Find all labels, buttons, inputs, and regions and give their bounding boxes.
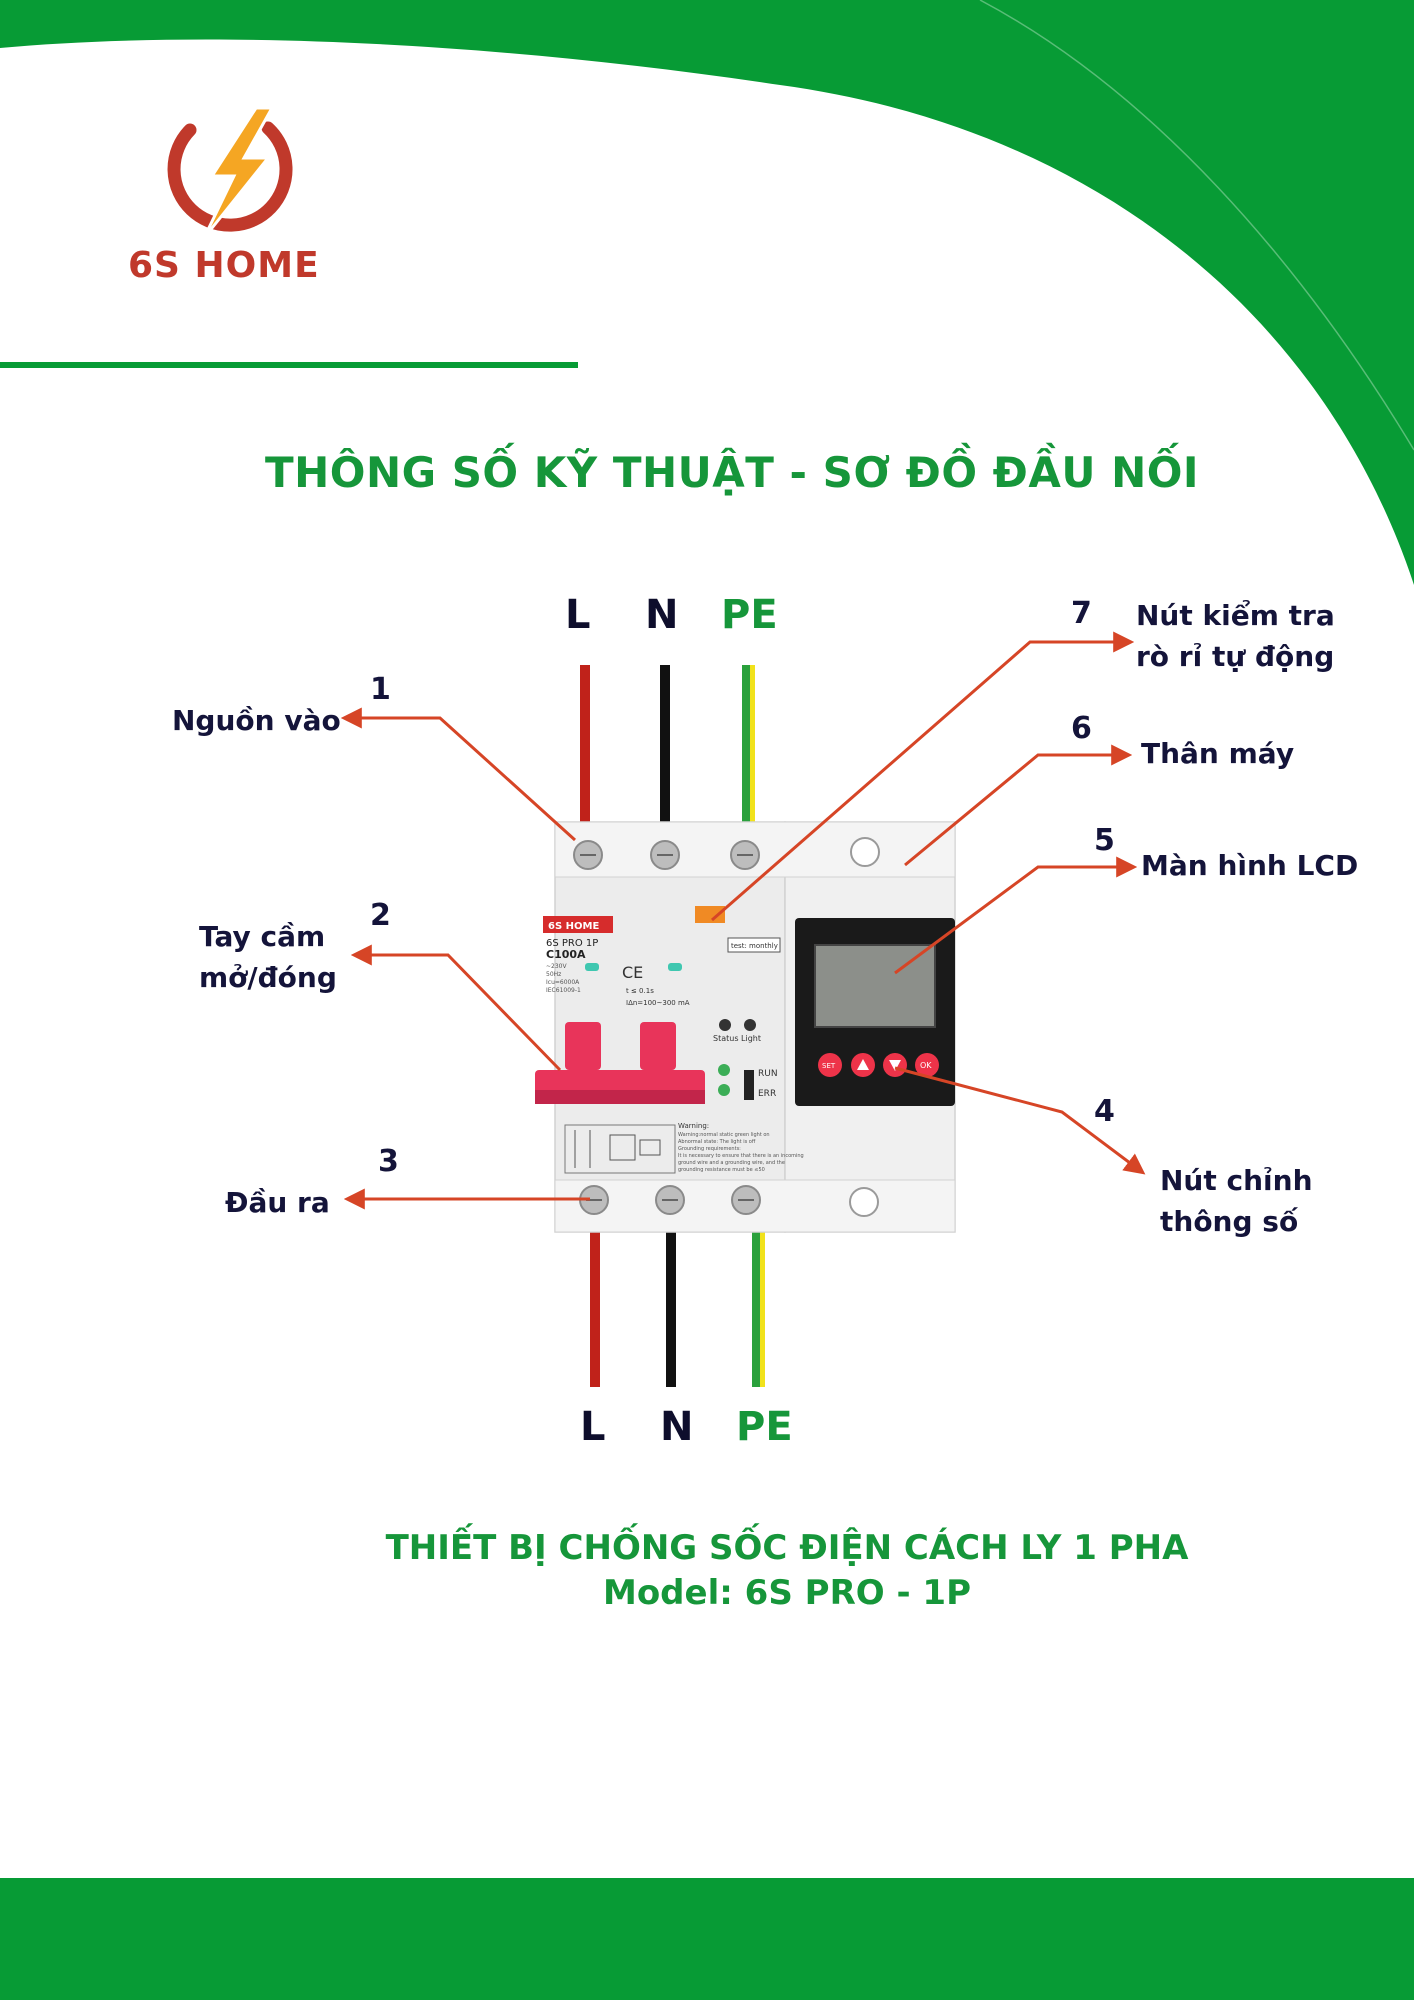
callout-label-handle-line1: Tay cầm — [199, 920, 326, 953]
callout-label-body: Thân máy — [1141, 737, 1295, 770]
svg-text:Grounding requirements:: Grounding requirements: — [678, 1146, 741, 1152]
svg-text:SET: SET — [822, 1062, 836, 1070]
arrow-5 — [894, 856, 1138, 975]
svg-text:ERR: ERR — [758, 1089, 776, 1099]
wire-bottom-live — [590, 1232, 600, 1387]
toggle-handle-right — [640, 1022, 676, 1070]
svg-text:6S PRO 1P: 6S PRO 1P — [546, 938, 598, 949]
svg-text:C100A: C100A — [546, 948, 586, 961]
svg-text:IEC61009-1: IEC61009-1 — [546, 987, 581, 994]
arrow-6 — [904, 744, 1133, 867]
arrow-7 — [711, 631, 1135, 922]
callout-number-5: 5 — [1094, 823, 1115, 858]
svg-text:Icu=6000A: Icu=6000A — [546, 979, 580, 986]
callout-number-3: 3 — [378, 1144, 399, 1179]
wire-bottom-neutral — [666, 1232, 676, 1387]
product-model: Model: 6S PRO - 1P — [602, 1573, 972, 1613]
wire-top-neutral — [660, 665, 670, 830]
callout-label-test-line1: Nút kiểm tra — [1136, 599, 1335, 632]
svg-text:OK: OK — [920, 1061, 932, 1070]
callout-number-2: 2 — [370, 898, 391, 933]
wire-top-earth — [742, 665, 752, 830]
callout-label-adjust-line2: thông số — [1160, 1205, 1299, 1238]
wire-label-bottom-pe: PE — [736, 1404, 793, 1450]
top-green-wave — [0, 0, 1414, 585]
arrow-1 — [340, 707, 577, 842]
wire-top-live — [580, 665, 590, 830]
svg-text:test: monthly: test: monthly — [731, 942, 778, 950]
svg-text:~230V: ~230V — [546, 963, 567, 970]
bottom-green-band — [0, 1878, 1414, 2000]
wire-label-top-n: N — [645, 592, 679, 638]
callout-label-output: Đầu ra — [225, 1186, 330, 1219]
arrow-4 — [894, 1066, 1146, 1175]
callout-label-adjust-line1: Nút chỉnh — [1160, 1164, 1313, 1197]
svg-text:grounding resistance must be ≤: grounding resistance must be ≤50 — [678, 1167, 765, 1173]
header-divider — [0, 362, 578, 368]
callout-label-test-line2: rò rỉ tự động — [1136, 640, 1335, 673]
callout-number-1: 1 — [370, 672, 391, 707]
svg-text:Status Light: Status Light — [713, 1034, 761, 1043]
product-name: THIẾT BỊ CHỐNG SỐC ĐIỆN CÁCH LY 1 PHA — [385, 1528, 1189, 1568]
wire-label-top-l: L — [565, 592, 591, 638]
svg-text:Warning:: Warning: — [678, 1122, 709, 1130]
svg-text:CE: CE — [622, 963, 643, 982]
svg-text:It is necessary to ensure that: It is necessary to ensure that there is … — [678, 1153, 804, 1159]
svg-text:Abnormal state: The light is o: Abnormal state: The light is off — [678, 1139, 756, 1145]
terminal-screws-top — [573, 837, 880, 870]
callout-label-handle-line2: mở/đóng — [199, 961, 337, 994]
svg-text:Warning:normal static green li: Warning:normal static green light on — [678, 1132, 770, 1138]
svg-text:RUN: RUN — [758, 1069, 778, 1079]
callout-label-power-input: Nguồn vào — [172, 704, 341, 737]
device-brand-tag — [543, 916, 613, 933]
device-brand-tag-text: 6S HOME — [548, 921, 599, 932]
ok-button — [915, 1053, 939, 1077]
page-title: THÔNG SỐ KỸ THUẬT - SƠ ĐỒ ĐẦU NỐI — [264, 448, 1200, 497]
callout-number-7: 7 — [1071, 596, 1092, 631]
terminal-screws-bottom — [579, 1185, 879, 1217]
callout-number-6: 6 — [1071, 711, 1092, 746]
svg-text:ground wire and a grounding wi: ground wire and a grounding wire, and th… — [678, 1160, 785, 1166]
decorative-curve-line — [979, 0, 1414, 451]
svg-text:t ≤ 0.1s: t ≤ 0.1s — [626, 987, 654, 995]
callout-number-4: 4 — [1094, 1094, 1115, 1129]
wire-label-bottom-n: N — [660, 1404, 694, 1450]
set-button — [818, 1053, 842, 1077]
callout-arrows — [340, 631, 1146, 1210]
arrow-2 — [350, 944, 562, 1072]
toggle-handle-left — [565, 1022, 601, 1070]
wire-label-bottom-l: L — [580, 1404, 606, 1450]
wire-bottom-earth — [752, 1232, 762, 1387]
wire-label-top-pe: PE — [721, 592, 778, 638]
callout-label-lcd: Màn hình LCD — [1141, 849, 1359, 882]
brand-name: 6S HOME — [128, 245, 320, 286]
svg-text:50Hz: 50Hz — [546, 971, 561, 978]
svg-text:IΔn=100~300 mA: IΔn=100~300 mA — [626, 999, 690, 1007]
brand-logo-icon — [167, 106, 293, 239]
test-leak-button — [695, 906, 725, 923]
